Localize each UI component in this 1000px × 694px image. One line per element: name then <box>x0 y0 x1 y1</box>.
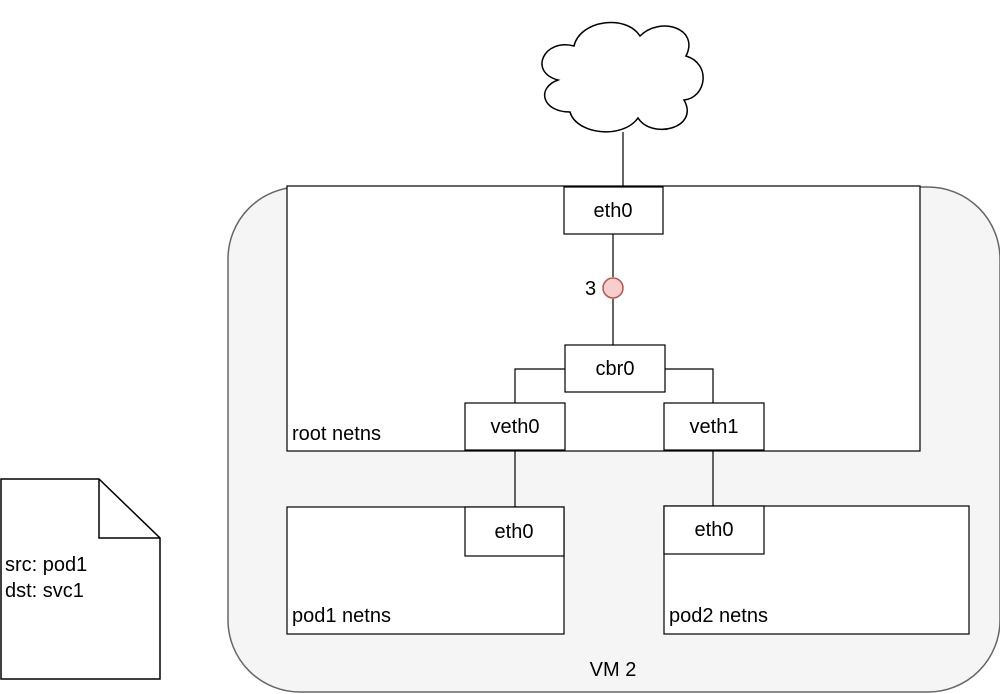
document-icon <box>0 478 161 680</box>
pod2-eth0-label: eth0 <box>694 519 734 541</box>
root-eth0-box <box>563 186 664 235</box>
cbr0-box <box>564 344 666 393</box>
step-marker-label: 3 <box>585 278 597 300</box>
root-eth0-label: eth0 <box>593 200 633 222</box>
connector-lines <box>514 132 714 508</box>
pod1-eth0-box <box>464 506 565 557</box>
cloud-icon <box>541 21 704 133</box>
packet-dst-label: dst: svc1 <box>5 580 84 602</box>
veth1-box <box>663 402 765 451</box>
vm-label: VM 2 <box>589 659 637 681</box>
pod2-netns-label: pod2 netns <box>669 605 768 627</box>
veth1-label: veth1 <box>689 416 739 438</box>
step-marker-circle <box>602 277 624 299</box>
root-netns-label: root netns <box>292 423 381 445</box>
veth0-box <box>464 402 566 451</box>
document-fold <box>98 479 160 539</box>
pod2-eth0-box <box>663 505 765 555</box>
pod1-netns-label: pod1 netns <box>292 605 391 627</box>
packet-src-label: src: pod1 <box>5 554 88 576</box>
veth0-label: veth0 <box>490 416 540 438</box>
pod1-eth0-label: eth0 <box>494 521 534 543</box>
cbr0-label: cbr0 <box>595 358 635 380</box>
